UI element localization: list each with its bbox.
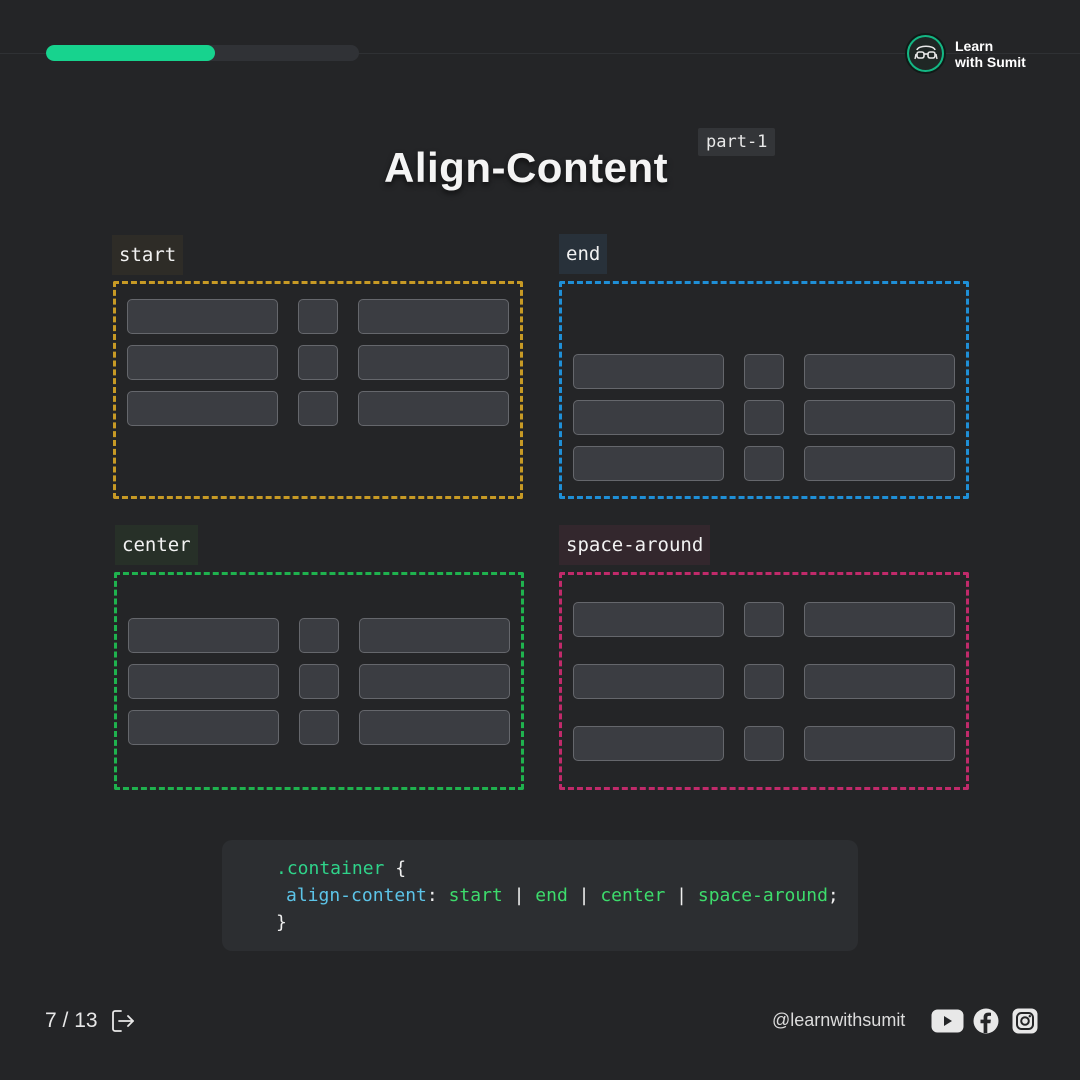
item-row	[128, 709, 511, 745]
part-tag: part-1	[698, 128, 776, 156]
item-row	[573, 725, 956, 761]
brand: Learn with Sumit	[905, 33, 1026, 74]
code-close-brace: }	[276, 912, 287, 933]
flex-item	[298, 617, 340, 653]
page-total: 13	[74, 1009, 98, 1032]
demo-box-center	[114, 572, 524, 790]
flex-item	[297, 299, 339, 334]
flex-item	[743, 446, 785, 481]
code-selector: .container	[276, 858, 385, 879]
flex-item	[743, 354, 785, 389]
code-open-brace: {	[384, 858, 407, 879]
flex-item	[298, 663, 340, 699]
page-separator: /	[56, 1009, 75, 1032]
flex-item	[573, 601, 724, 637]
flex-item	[804, 725, 956, 761]
flex-item	[358, 299, 510, 334]
flex-item	[743, 663, 785, 699]
flex-item	[804, 601, 956, 637]
flex-item	[128, 709, 279, 745]
item-row	[573, 663, 956, 699]
item-row	[128, 617, 511, 653]
social-handle[interactable]: @learnwithsumit	[772, 1010, 906, 1030]
item-row	[127, 391, 510, 426]
flex-item	[358, 345, 510, 380]
code-value: end	[535, 885, 568, 906]
progress-fill	[46, 45, 216, 61]
flex-item	[804, 663, 956, 699]
demo-box-start	[113, 281, 523, 499]
code-line-3: }	[276, 912, 287, 933]
flex-item	[127, 345, 278, 380]
item-row	[573, 446, 956, 481]
instagram-icon[interactable]	[1008, 1008, 1042, 1034]
flex-item	[359, 617, 511, 653]
flex-item	[573, 725, 724, 761]
demo-box-end	[559, 281, 969, 499]
flex-item	[573, 446, 724, 481]
item-row	[127, 299, 510, 334]
page-indicator: 7 / 13	[45, 1008, 136, 1034]
flex-item	[743, 601, 785, 637]
item-row	[573, 400, 956, 435]
label-end: end	[559, 234, 608, 274]
flex-item	[127, 391, 278, 426]
flex-item	[359, 709, 511, 745]
flex-item	[128, 663, 279, 699]
progress-bar	[46, 45, 359, 61]
code-line-1: .container {	[276, 858, 406, 879]
item-row	[128, 663, 511, 699]
flex-item	[573, 354, 724, 389]
page-current: 7	[45, 1009, 57, 1032]
flex-item	[573, 400, 724, 435]
code-snippet: .container { align-content: start | end …	[222, 840, 858, 951]
code-line-2: align-content: start | end | center | sp…	[286, 885, 839, 906]
facebook-icon[interactable]	[969, 1008, 1003, 1034]
top-divider	[0, 53, 1080, 54]
label-space-around: space-around	[559, 525, 711, 565]
item-row	[573, 601, 956, 637]
code-value: center	[600, 885, 666, 906]
flex-item	[804, 400, 956, 435]
social-links	[930, 1008, 1042, 1034]
flex-item	[128, 617, 279, 653]
code-separator: |	[502, 885, 536, 906]
flex-item	[298, 709, 340, 745]
code-value: start	[448, 885, 503, 906]
youtube-icon[interactable]	[930, 1008, 964, 1034]
code-semicolon: ;	[827, 885, 839, 906]
brand-line-2: with Sumit	[955, 53, 1026, 70]
flex-item	[359, 663, 511, 699]
flex-item	[804, 446, 956, 481]
flex-item	[804, 354, 956, 389]
flex-item	[743, 400, 785, 435]
flex-item	[297, 345, 339, 380]
code-separator: |	[567, 885, 601, 906]
flex-item	[743, 725, 785, 761]
label-start: start	[112, 235, 184, 275]
flex-item	[358, 391, 510, 426]
flex-item	[297, 391, 339, 426]
item-row	[127, 345, 510, 380]
item-row	[573, 354, 956, 389]
brand-line-1: Learn	[955, 37, 994, 54]
code-value: space-around	[697, 885, 828, 906]
demo-box-space-around	[559, 572, 969, 790]
label-center: center	[115, 525, 198, 565]
code-property: align-content	[286, 885, 427, 906]
next-slide-icon[interactable]	[110, 1008, 136, 1034]
code-separator: |	[665, 885, 698, 906]
flex-item	[573, 663, 724, 699]
brand-logo-icon	[905, 33, 946, 74]
page-title: Align-Content	[384, 144, 669, 191]
flex-item	[127, 299, 278, 334]
brand-name: Learn with Sumit	[955, 38, 1026, 70]
code-colon: :	[426, 885, 449, 906]
